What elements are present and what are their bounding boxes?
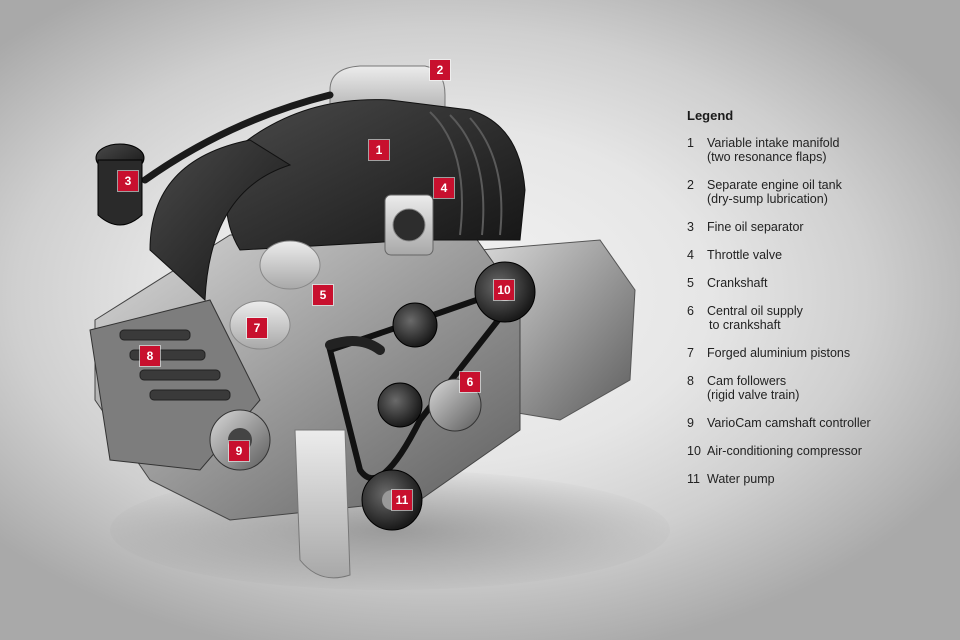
legend-number: 1 xyxy=(687,136,694,150)
legend-item: 7 Forged aluminium pistons xyxy=(687,346,947,360)
legend-line: Separate engine oil tank xyxy=(707,178,842,192)
marker-water-pump: 11 xyxy=(392,490,412,510)
legend-item: 10 Air-conditioning compressor xyxy=(687,444,947,458)
legend-number: 3 xyxy=(687,220,694,234)
legend-text: Variable intake manifold (two resonance … xyxy=(707,136,947,164)
legend-number: 4 xyxy=(687,248,694,262)
legend-text: Forged aluminium pistons xyxy=(707,346,947,360)
legend-line: Throttle valve xyxy=(707,248,783,262)
intake-tube xyxy=(149,139,292,302)
intake-manifold xyxy=(225,99,526,251)
breather-hose xyxy=(141,91,334,184)
oil-supply-housing xyxy=(428,378,482,432)
coolant-pipe xyxy=(294,429,351,579)
legend-number: 10 xyxy=(687,444,701,458)
marker-ac-compressor: 10 xyxy=(494,280,514,300)
legend-text: Separate engine oil tank (dry-sump lubri… xyxy=(707,178,947,206)
legend-number: 8 xyxy=(687,374,694,388)
marker-pistons: 7 xyxy=(247,318,267,338)
legend-number: 11 xyxy=(687,472,700,486)
legend-line: Cam followers xyxy=(707,374,787,388)
marker-crankshaft: 5 xyxy=(313,285,333,305)
marker-oil-separator: 3 xyxy=(118,171,138,191)
tensioner-pulley xyxy=(377,382,423,428)
oil-separator-body xyxy=(97,159,143,226)
legend-text: Throttle valve xyxy=(707,248,947,262)
marker-oil-tank: 2 xyxy=(430,60,450,80)
legend-text: Fine oil separator xyxy=(707,220,947,234)
legend-number: 6 xyxy=(687,304,694,318)
legend-line: Crankshaft xyxy=(707,276,768,290)
legend-line: (dry-sump lubrication) xyxy=(707,192,828,206)
legend-number: 5 xyxy=(687,276,694,290)
legend-line: Fine oil separator xyxy=(707,220,804,234)
legend-item: 5 Crankshaft xyxy=(687,276,947,290)
legend-line: (two resonance flaps) xyxy=(707,150,827,164)
legend: Legend 1 Variable intake manifold (two r… xyxy=(687,108,947,486)
legend-line: Forged aluminium pistons xyxy=(707,346,851,360)
legend-title: Legend xyxy=(687,108,734,123)
legend-item: 11 Water pump xyxy=(687,472,947,486)
legend-line: (rigid valve train) xyxy=(707,388,800,402)
legend-text: VarioCam camshaft controller xyxy=(707,416,947,430)
legend-line: Air-conditioning compressor xyxy=(707,444,862,458)
marker-intake-manifold: 1 xyxy=(369,140,389,160)
legend-text: Air-conditioning compressor xyxy=(707,444,947,458)
legend-number: 2 xyxy=(687,178,694,192)
legend-line: to crankshaft xyxy=(709,318,781,332)
marker-throttle-valve: 4 xyxy=(434,178,454,198)
legend-number: 7 xyxy=(687,346,694,360)
legend-number: 9 xyxy=(687,416,694,430)
legend-item: 4 Throttle valve xyxy=(687,248,947,262)
marker-oil-supply: 6 xyxy=(460,372,480,392)
throttle-bore xyxy=(392,208,426,242)
alternator-pulley xyxy=(392,302,438,348)
legend-text: Central oil supply to crankshaft xyxy=(707,304,947,332)
legend-item: 1 Variable intake manifold (two resonanc… xyxy=(687,136,947,164)
legend-item: 9 VarioCam camshaft controller xyxy=(687,416,947,430)
legend-item: 3 Fine oil separator xyxy=(687,220,947,234)
legend-line: Variable intake manifold xyxy=(707,136,840,150)
legend-item: 2 Separate engine oil tank (dry-sump lub… xyxy=(687,178,947,206)
legend-text: Water pump xyxy=(707,472,947,486)
marker-cam-followers: 8 xyxy=(140,346,160,366)
legend-text: Cam followers (rigid valve train) xyxy=(707,374,947,402)
legend-item: 6 Central oil supply to crankshaft xyxy=(687,304,947,332)
legend-line: VarioCam camshaft controller xyxy=(707,416,871,430)
legend-line: Central oil supply xyxy=(707,304,803,318)
legend-item: 8 Cam followers (rigid valve train) xyxy=(687,374,947,402)
marker-variocam: 9 xyxy=(229,441,249,461)
legend-text: Crankshaft xyxy=(707,276,947,290)
legend-line: Water pump xyxy=(707,472,775,486)
